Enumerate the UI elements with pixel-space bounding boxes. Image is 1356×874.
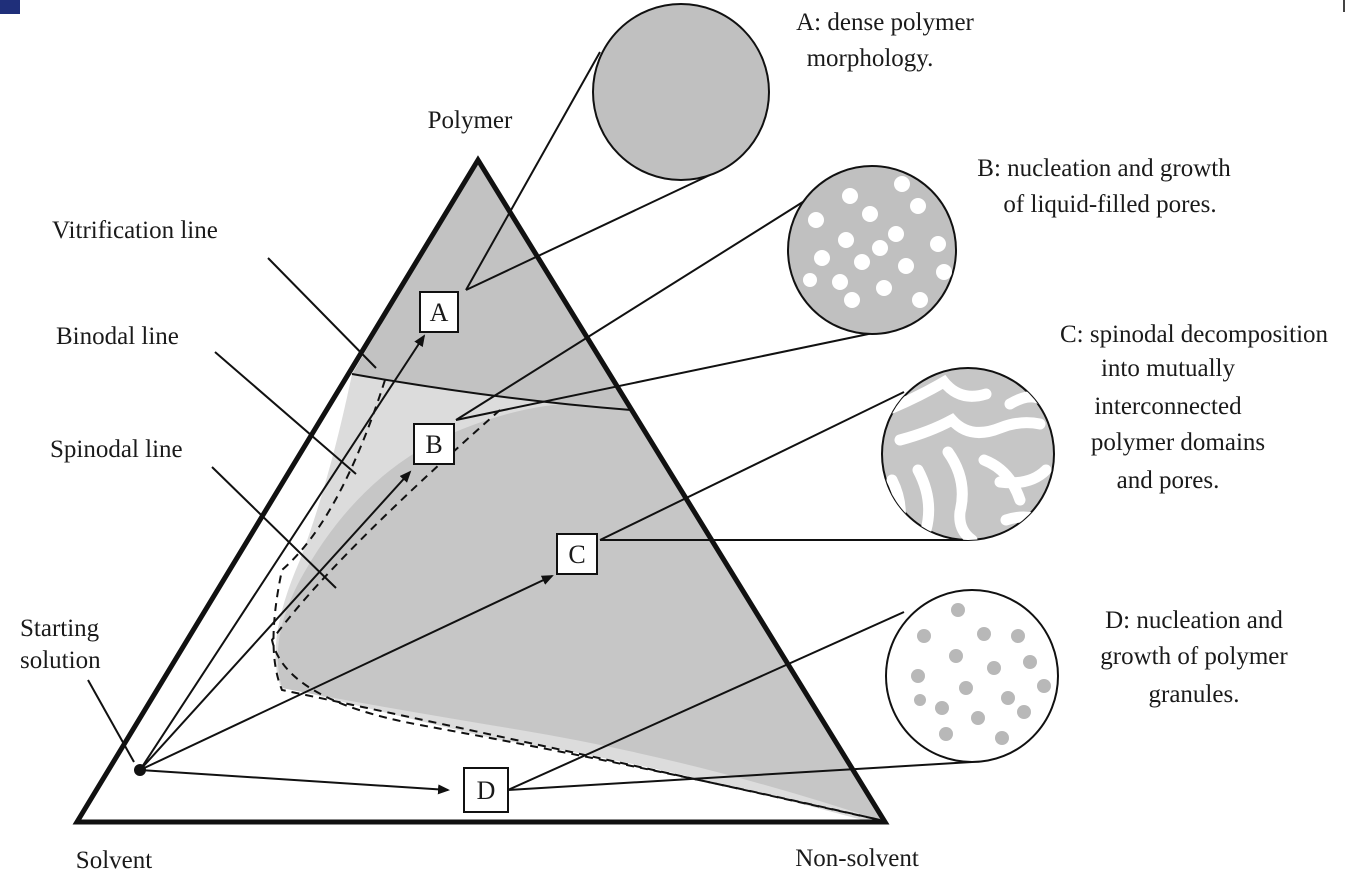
- morphology-circle-C: [882, 368, 1054, 540]
- corner-accent-mark: [0, 0, 20, 14]
- caption-A-line1: A: dense polymer: [796, 9, 974, 36]
- point-label-B: B: [425, 430, 442, 459]
- starting-leader: [88, 680, 134, 762]
- caption-B-line1: B: nucleation and growth: [977, 155, 1231, 182]
- morphology-circle-A: [593, 4, 769, 180]
- starting-solution-point: [134, 764, 146, 776]
- caption-C-line2: into mutually: [1101, 355, 1236, 382]
- caption-D-line1: D: nucleation and: [1105, 607, 1283, 634]
- vitrification-line-label: Vitrification line: [52, 217, 218, 244]
- binodal-leader: [215, 352, 356, 474]
- spinodal-line-label: Spinodal line: [50, 436, 183, 463]
- point-box-D: D: [464, 768, 508, 812]
- caption-D-line2: growth of polymer: [1100, 643, 1288, 670]
- morphology-circle-B: [788, 166, 956, 334]
- caption-D-line3: granules.: [1149, 681, 1240, 708]
- morphology-circle-D: [886, 590, 1058, 762]
- corner-label-non-solvent: Non-solvent: [795, 845, 919, 872]
- starting-solution-label-line2: solution: [20, 647, 101, 674]
- caption-C-line3: interconnected: [1094, 393, 1242, 420]
- point-box-A: A: [420, 292, 458, 332]
- point-box-C: C: [557, 534, 597, 574]
- vitrification-leader: [268, 258, 376, 368]
- starting-solution-label-line1: Starting: [20, 615, 100, 642]
- corner-label-solvent: Solvent: [76, 847, 152, 874]
- caption-C-line5: and pores.: [1117, 467, 1220, 494]
- caption-A-line2: morphology.: [807, 45, 934, 72]
- corner-label-polymer: Polymer: [428, 107, 513, 134]
- point-label-D: D: [477, 776, 496, 805]
- path-to-D: [140, 770, 448, 790]
- binodal-line-label: Binodal line: [56, 323, 179, 350]
- caption-C-line4: polymer domains: [1091, 429, 1265, 456]
- caption-B-line2: of liquid-filled pores.: [1003, 191, 1216, 218]
- point-label-A: A: [430, 298, 449, 327]
- caption-C-line1: C: spinodal decomposition: [1060, 321, 1329, 348]
- point-label-C: C: [568, 540, 585, 569]
- point-box-B: B: [414, 424, 454, 464]
